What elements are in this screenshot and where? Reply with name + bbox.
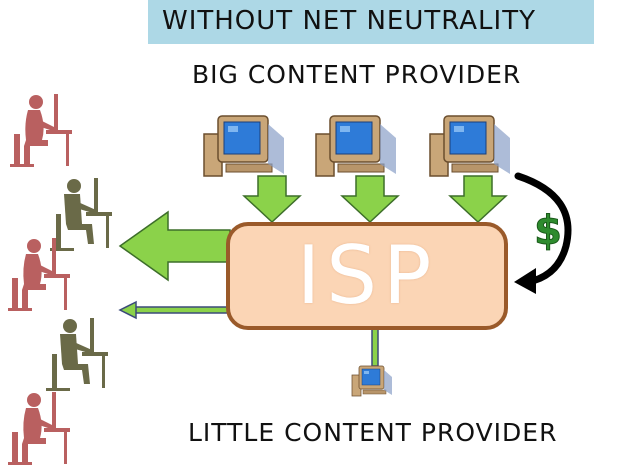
- down-arrow-3: [448, 175, 508, 224]
- big-provider-computer-1: [203, 115, 285, 177]
- isp-label: ISP: [296, 229, 438, 322]
- slow-lane-arrow: [118, 300, 231, 320]
- payment-curved-arrow: [514, 172, 572, 294]
- little-provider-computer: [351, 365, 393, 397]
- fast-lane-arrow: [118, 210, 231, 282]
- big-provider-computer-2: [315, 115, 397, 177]
- big-content-provider-label: BIG CONTENT PROVIDER: [192, 60, 522, 89]
- user-icon-4: [46, 318, 108, 391]
- down-arrow-2: [340, 175, 400, 224]
- user-icon-2: [50, 178, 112, 251]
- user-icon-5: [8, 392, 70, 465]
- big-provider-computer-3: [429, 115, 511, 177]
- title-banner: [148, 0, 594, 44]
- page-title: WITHOUT NET NEUTRALITY: [162, 6, 536, 36]
- user-icon-1: [10, 94, 72, 167]
- isp-box: [226, 222, 508, 330]
- down-arrow-1: [242, 175, 302, 224]
- little-content-provider-label: LITTLE CONTENT PROVIDER: [188, 418, 558, 447]
